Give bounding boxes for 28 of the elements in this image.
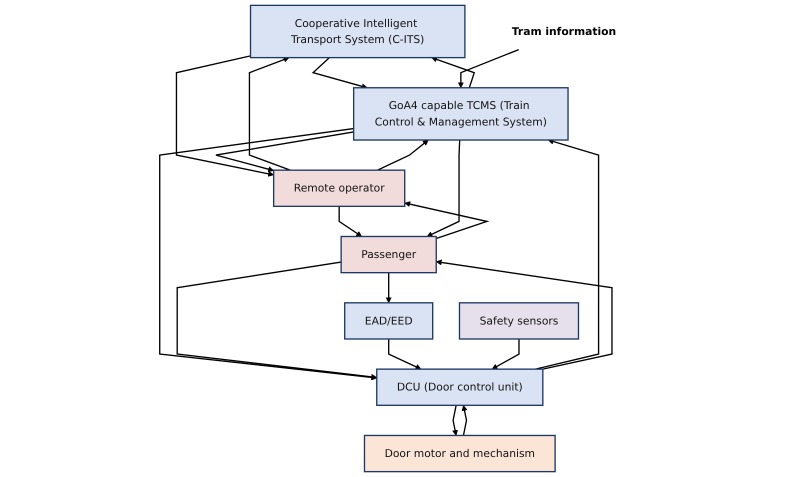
arrow <box>404 201 490 240</box>
arrow <box>159 128 378 380</box>
node-box: Remote operator <box>272 170 406 208</box>
arrow <box>248 56 290 171</box>
arrow <box>386 272 392 304</box>
arrow <box>462 405 468 436</box>
arrow <box>176 55 274 177</box>
arrow <box>312 57 368 90</box>
node-box: Passenger <box>340 236 437 274</box>
arrow <box>388 339 422 370</box>
arrow <box>452 405 458 436</box>
node-text: Tram information <box>512 24 616 38</box>
arrow <box>431 56 476 88</box>
arrow <box>377 140 429 171</box>
node-box: GoA4 capable TCMS (Train Control & Management System) <box>352 87 569 141</box>
arrow <box>338 206 362 237</box>
arrow <box>535 138 600 370</box>
node-box: EAD/EED <box>344 302 434 340</box>
arrow <box>176 261 378 380</box>
node-box: Safety sensors <box>458 302 580 340</box>
node-box: Cooperative Intelligent Transport System (C-ITS) <box>250 4 466 58</box>
arrow <box>436 260 613 370</box>
node-box: DCU (Door control unit) <box>376 368 544 406</box>
node-box: Door motor and mechanism <box>364 434 556 472</box>
arrow <box>458 48 519 88</box>
arrow <box>492 339 520 370</box>
arrow <box>215 131 354 172</box>
arrow <box>426 140 460 237</box>
